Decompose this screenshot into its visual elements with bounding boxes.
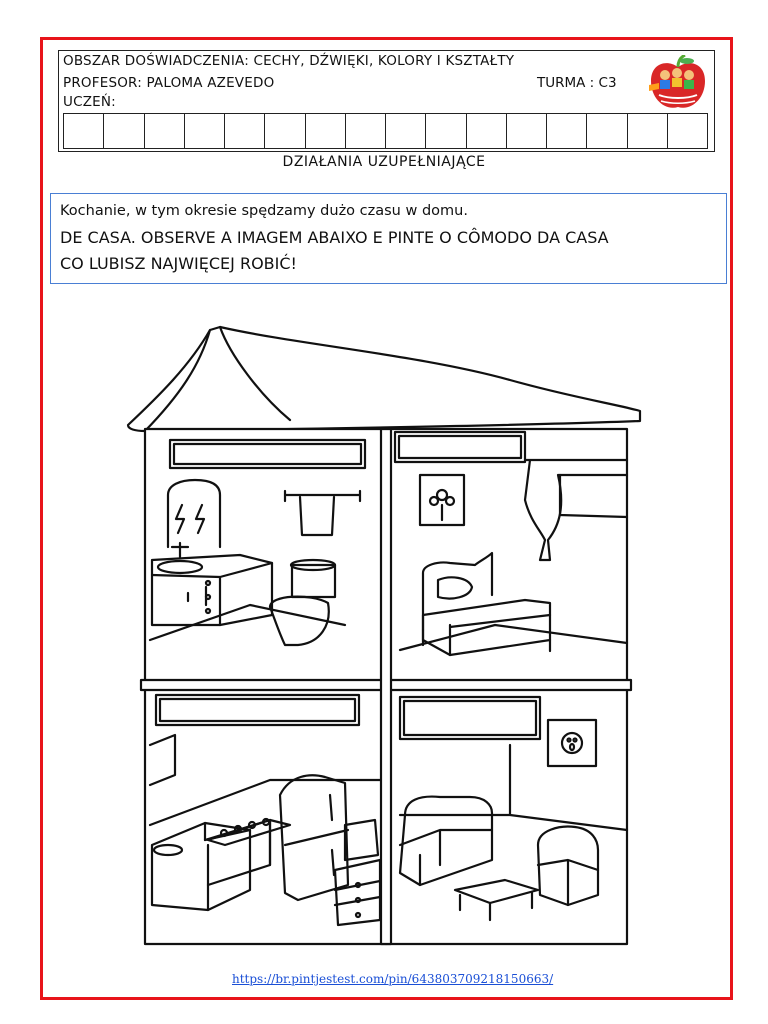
instruction-line-2: DE CASA. OBSERVE A IMAGEM ABAIXO E PINTE… xyxy=(60,228,609,247)
toilet-bowl xyxy=(268,595,330,647)
bed-pillow xyxy=(436,576,474,600)
teacher-line: PROFESOR: PALOMA AZEVEDO xyxy=(63,75,275,91)
instruction-line-3: CO LUBISZ NAJWIĘCEJ ROBIĆ! xyxy=(60,254,297,273)
student-line: UCZEŃ: xyxy=(63,94,116,110)
instruction-line-1: Kochanie, w tym okresie spędzamy dużo cz… xyxy=(60,203,468,219)
class-line: TURMA : C3 xyxy=(537,75,617,91)
worksheet-subtitle: DZIAŁANIA UZUPEŁNIAJĄCE xyxy=(282,154,486,170)
living-room-scene[interactable] xyxy=(398,718,629,922)
student-name-box[interactable] xyxy=(547,114,588,148)
wall-picture-flower xyxy=(418,473,466,527)
room-label-box-bedroom[interactable] xyxy=(393,430,527,464)
room-label-box-kitchen[interactable] xyxy=(154,693,361,727)
toilet-tank xyxy=(290,563,337,599)
page-red-border xyxy=(40,37,733,1000)
student-name-box[interactable] xyxy=(225,114,266,148)
instructions-box: Kochanie, w tym okresie spędzamy dużo cz… xyxy=(50,193,727,284)
student-name-boxes[interactable] xyxy=(63,113,708,149)
student-name-box[interactable] xyxy=(265,114,306,148)
student-name-box[interactable] xyxy=(467,114,507,148)
kitchen-scene[interactable] xyxy=(148,733,382,927)
student-name-box[interactable] xyxy=(668,114,707,148)
worksheet-header: OBSZAR DOŚWIADCZENIA: CECHY, DŹWIĘKI, KO… xyxy=(58,50,715,152)
student-name-box[interactable] xyxy=(185,114,225,148)
student-name-box[interactable] xyxy=(64,114,105,148)
student-name-box[interactable] xyxy=(104,114,145,148)
student-name-box[interactable] xyxy=(628,114,668,148)
student-name-box[interactable] xyxy=(507,114,547,148)
microwave xyxy=(343,818,380,862)
bedroom-scene[interactable] xyxy=(398,458,629,657)
bathroom-scene[interactable] xyxy=(148,478,362,647)
student-name-box[interactable] xyxy=(306,114,346,148)
student-name-box[interactable] xyxy=(386,114,427,148)
student-name-box[interactable] xyxy=(145,114,185,148)
area-line: OBSZAR DOŚWIADCZENIA: CECHY, DŹWIĘKI, KO… xyxy=(63,53,515,69)
wall-picture-scream xyxy=(546,718,598,768)
room-label-box-living-room[interactable] xyxy=(398,695,542,741)
towel-bar xyxy=(283,489,362,503)
bathroom-mirror xyxy=(166,478,222,549)
refrigerator xyxy=(278,774,350,902)
room-label-box-bathroom[interactable] xyxy=(168,438,367,470)
student-name-box[interactable] xyxy=(426,114,467,148)
kitchen-cabinet xyxy=(333,858,382,927)
sofa xyxy=(398,795,494,887)
student-name-box[interactable] xyxy=(346,114,386,148)
house-coloring-illustration[interactable] xyxy=(120,325,650,955)
coffee-table xyxy=(453,878,540,905)
student-name-box[interactable] xyxy=(587,114,628,148)
roof xyxy=(126,325,642,433)
source-link[interactable]: https://br.pintjestest.com/pin/643803709… xyxy=(232,972,554,986)
apple-kids-logo-icon xyxy=(649,55,705,108)
armchair xyxy=(536,825,600,907)
